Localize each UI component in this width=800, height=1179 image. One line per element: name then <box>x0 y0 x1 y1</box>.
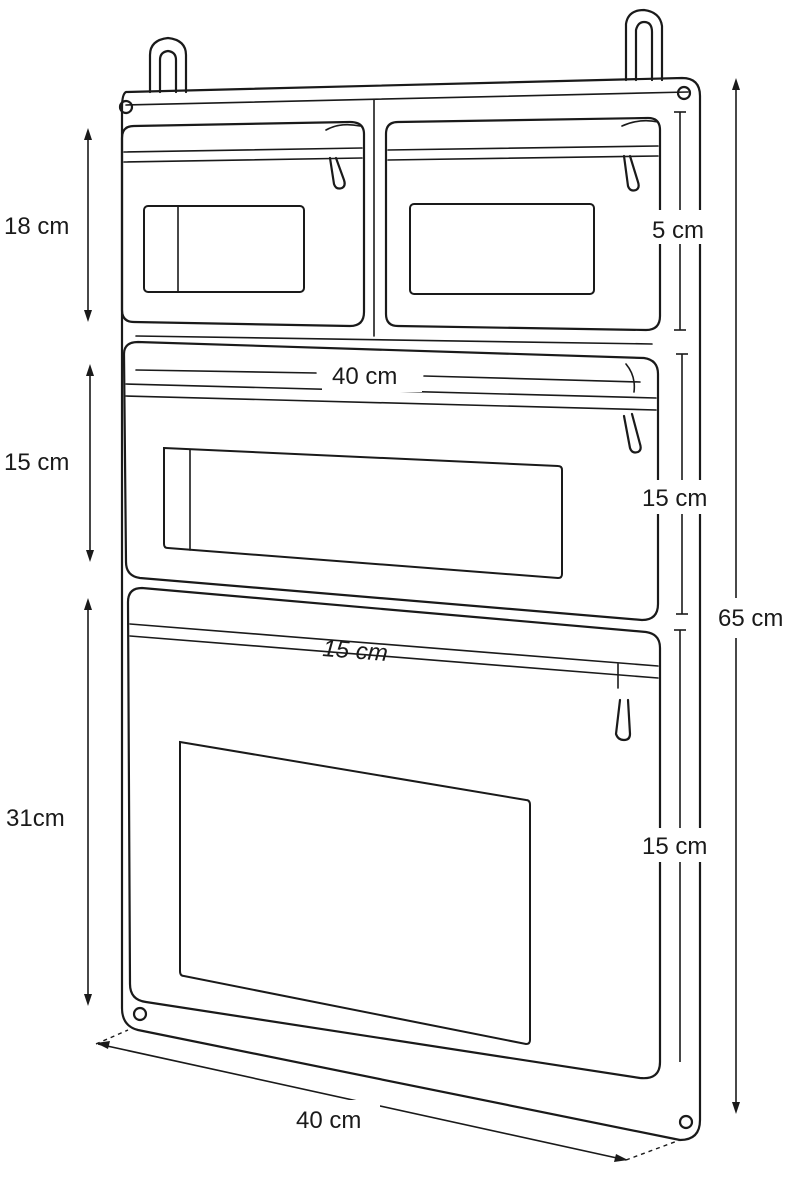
window-top-left <box>143 205 305 293</box>
dim-left-top <box>0 128 92 322</box>
label-middle-pocket-height: 15 cm <box>4 449 69 476</box>
dim-left-middle <box>0 364 94 562</box>
zipper-pull-middle <box>622 412 642 454</box>
zipper-pull-top-left <box>328 156 346 190</box>
label-right-top-height: 5 cm <box>652 217 704 244</box>
middle-divider <box>135 335 653 345</box>
label-bottom-pocket-height: 31cm <box>6 805 65 832</box>
top-right-pocket <box>384 116 662 332</box>
window-bottom <box>179 740 531 1046</box>
label-right-bottom-height: 15 cm <box>642 833 707 860</box>
window-middle <box>163 446 563 580</box>
grommet-bottom-right <box>678 1114 694 1130</box>
label-top-pocket-height: 18 cm <box>4 213 69 240</box>
panel-top-seam <box>125 91 689 106</box>
label-total-height: 65 cm <box>718 605 783 632</box>
grommet-top-left <box>118 99 134 115</box>
hanging-loop-left <box>148 36 188 94</box>
zipper-pull-bottom <box>614 698 632 742</box>
grommet-bottom-left <box>132 1006 148 1022</box>
label-total-width: 40 cm <box>296 1107 361 1134</box>
label-middle-pocket-width: 40 cm <box>332 363 397 390</box>
hanging-loop-right <box>624 8 664 82</box>
window-top-right <box>409 203 595 295</box>
dim-total-height <box>716 78 800 1114</box>
middle-pocket <box>122 340 660 622</box>
bottom-pocket <box>126 586 662 1080</box>
label-bottom-zip-width: 15 cm <box>322 635 389 667</box>
dim-left-bottom <box>0 598 92 1006</box>
label-right-middle-height: 15 cm <box>642 485 707 512</box>
top-left-pocket <box>120 120 366 328</box>
zipper-pull-top-right <box>622 154 640 192</box>
dim-total-width <box>95 1029 681 1162</box>
grommet-top-right <box>676 85 692 101</box>
